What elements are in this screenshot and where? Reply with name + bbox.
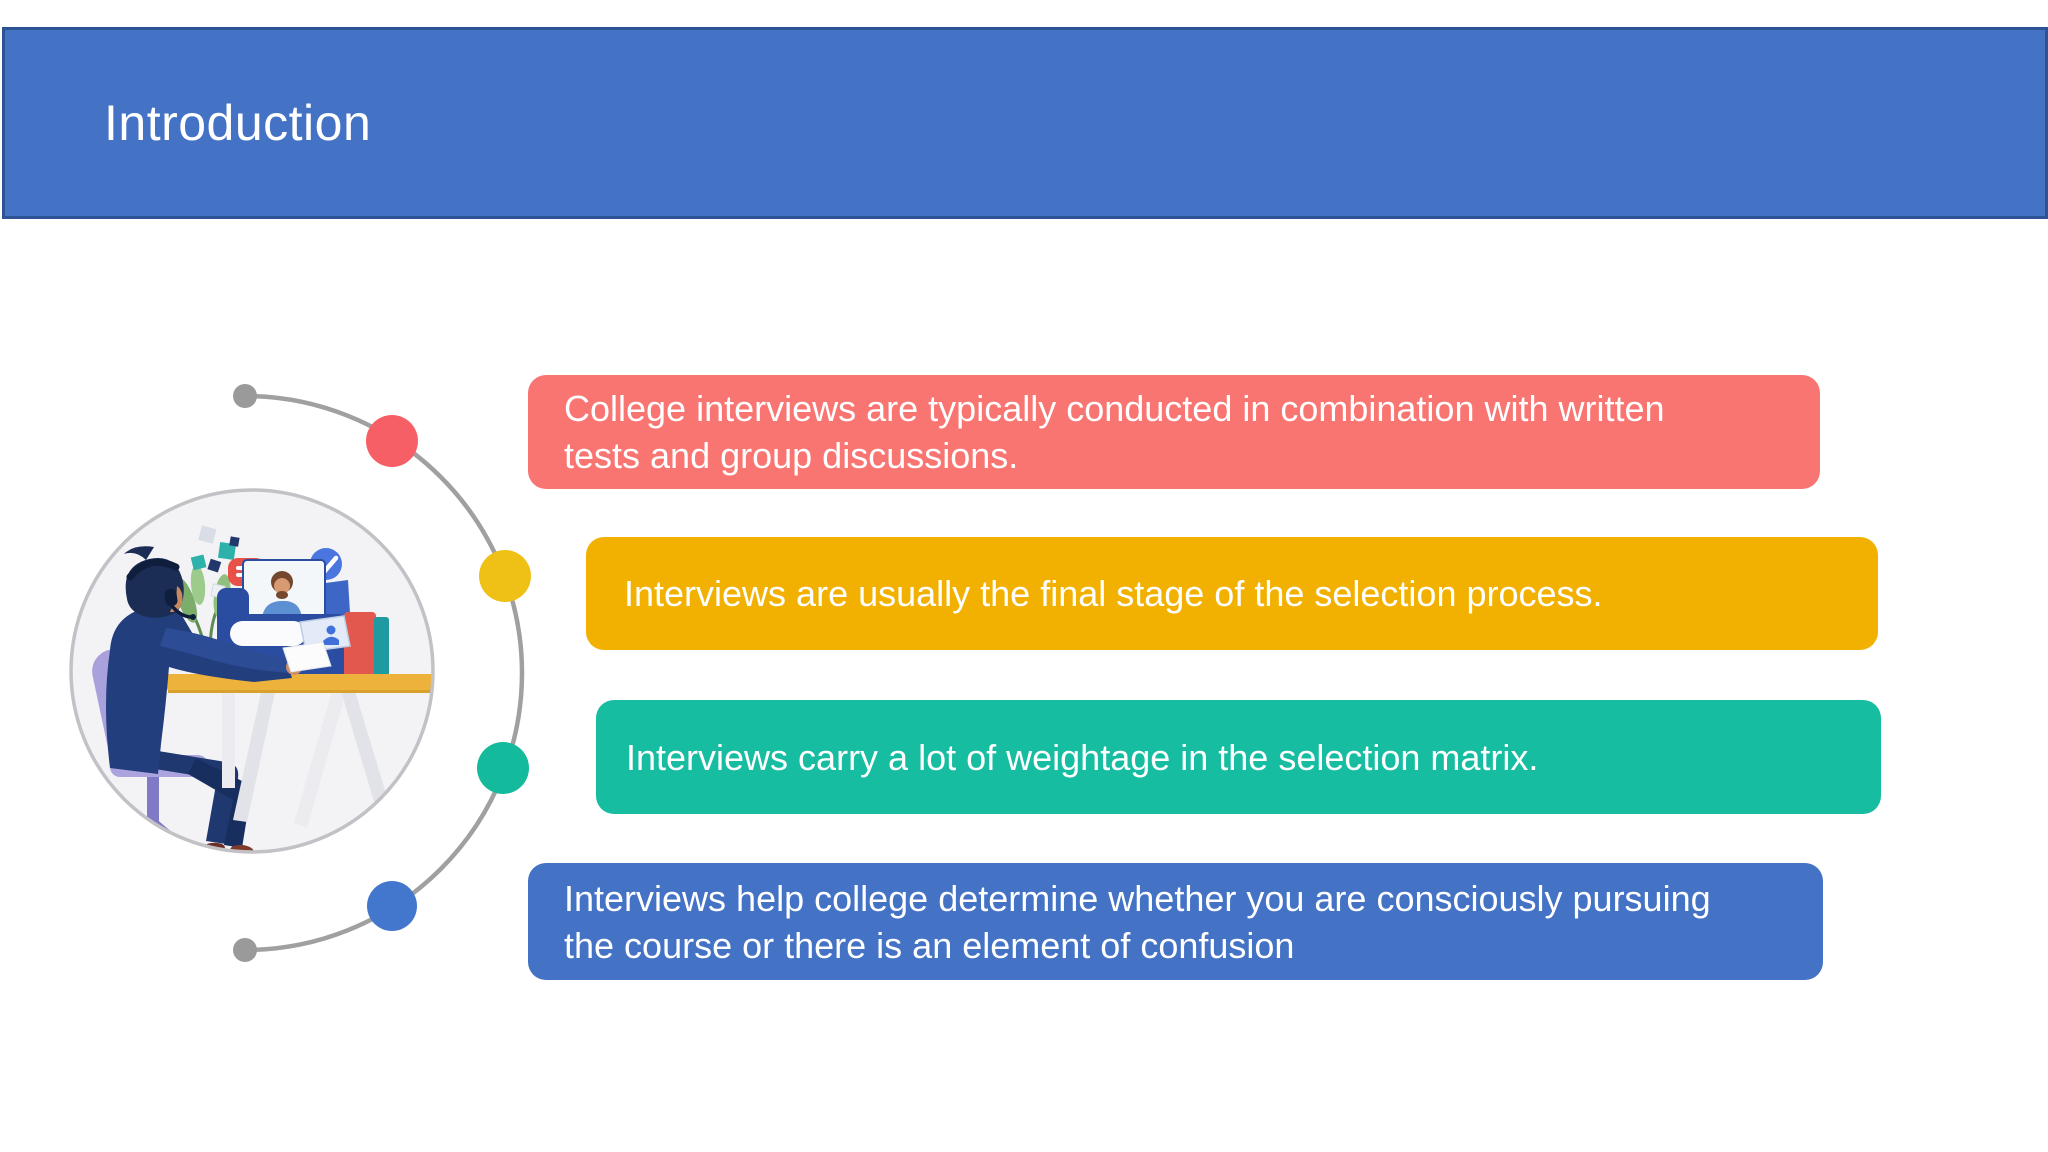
red-folder [344, 612, 376, 680]
timeline-dot-4 [367, 881, 417, 931]
slide-header: Introduction [2, 27, 2048, 219]
bullet-text-2: Interviews are usually the final stage o… [624, 573, 1603, 614]
desk-legs [222, 688, 394, 828]
person [106, 546, 332, 774]
floating-squares [190, 525, 240, 599]
headset-icon [126, 558, 196, 620]
desk-items [299, 612, 389, 680]
timeline-dot-3 [477, 742, 529, 794]
illustration-border-circle [69, 488, 435, 854]
remote-interviewer [262, 571, 302, 618]
bullet-text-1: College interviews are typically conduct… [564, 388, 1665, 476]
timeline-endpoint-dot-bottom [233, 938, 257, 962]
bullet-text-3: Interviews carry a lot of weightage in t… [626, 736, 1539, 778]
bullet-text-4: Interviews help college determine whethe… [564, 877, 1711, 966]
timeline-dot-1 [366, 415, 418, 467]
paper [282, 641, 332, 673]
slide-title: Introduction [104, 95, 372, 151]
timeline-dot-2 [479, 550, 531, 602]
small-laptop [299, 615, 351, 653]
bullet-card-3: Interviews carry a lot of weightage in t… [596, 700, 1881, 814]
bullet-card-2: Interviews are usually the final stage o… [586, 537, 1878, 650]
timeline-endpoint-dot-top [233, 384, 257, 408]
teal-book [374, 617, 389, 680]
bullet-card-1: College interviews are typically conduct… [528, 375, 1820, 489]
bullet-card-4: Interviews help college determine whethe… [528, 863, 1823, 980]
interview-illustration [69, 488, 435, 854]
desk [162, 674, 433, 693]
